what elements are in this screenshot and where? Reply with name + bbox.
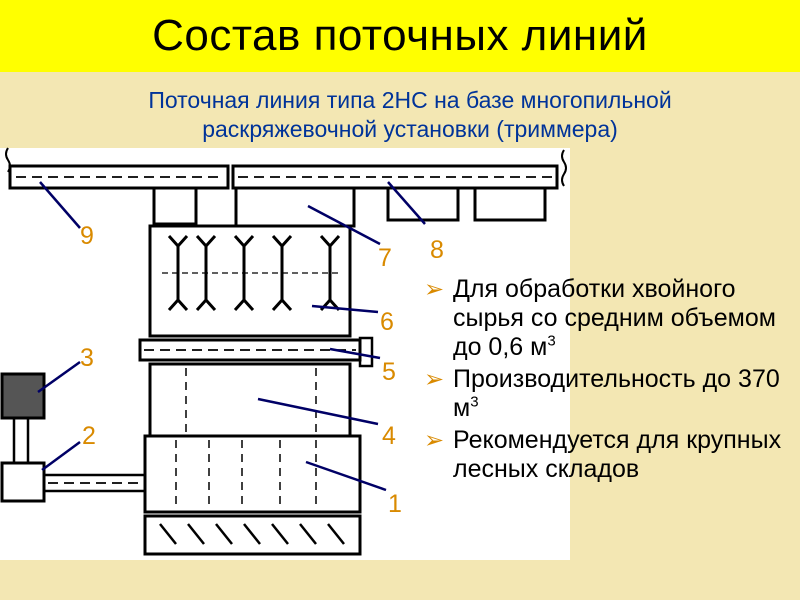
callout-9: 9 (80, 222, 94, 250)
leader-1 (305, 460, 387, 492)
break-left (5, 147, 11, 173)
side-conveyor (42, 473, 147, 493)
callout-2: 2 (82, 422, 96, 450)
support-1 (152, 186, 198, 226)
arrowhead-bullet-icon: ➢ (424, 427, 445, 454)
base-plate (143, 514, 362, 556)
subtitle-line-2: раскряжевочной установки (триммера) (202, 116, 618, 142)
leader-5 (329, 347, 381, 360)
bullet-3-text: Рекомендуется для крупных лесных складов (453, 426, 782, 483)
title-bar: Состав поточных линий (0, 0, 800, 72)
bullet-1: ➢ Для обработки хвойного сырья со средни… (420, 275, 792, 362)
side-unit-3 (0, 372, 46, 420)
support-4 (473, 186, 547, 222)
bullet-1-text: Для обработки хвойного сырья со средним … (453, 275, 776, 361)
break-right (561, 149, 567, 187)
leader-4 (257, 397, 379, 426)
callout-3: 3 (80, 344, 94, 372)
subtitle: Поточная линия типа 2НС на базе многопил… (40, 86, 780, 144)
callout-5: 5 (382, 358, 396, 386)
arrowhead-bullet-icon: ➢ (424, 276, 445, 303)
leader-7 (307, 204, 381, 246)
bullet-2-sup: 3 (470, 393, 479, 411)
callout-6: 6 (380, 308, 394, 336)
bullet-3: ➢ Рекомендуется для крупных лесных склад… (420, 426, 792, 484)
band-5-cap (358, 336, 374, 368)
callout-4: 4 (382, 422, 396, 450)
callout-1: 1 (388, 490, 402, 518)
callout-8: 8 (430, 236, 444, 264)
leader-2 (41, 440, 81, 472)
callout-7: 7 (378, 244, 392, 272)
subtitle-line-1: Поточная линия типа 2НС на базе многопил… (148, 87, 672, 113)
arrowhead-bullet-icon: ➢ (424, 366, 445, 393)
leader-9 (39, 181, 81, 229)
bullet-2: ➢ Производительность до 370 м3 (420, 365, 792, 423)
flow-line-diagram: 9 7 8 6 5 4 1 3 2 (0, 147, 570, 560)
leader-8 (387, 181, 426, 225)
page-title: Состав поточных линий (152, 11, 648, 60)
conveyor-9 (8, 164, 230, 190)
bullet-2-text: Производительность до 370 м (453, 365, 780, 422)
trimmer-saws-6 (148, 224, 352, 338)
bullet-1-sup: 3 (547, 332, 556, 350)
leader-3 (37, 360, 81, 394)
feature-list: ➢ Для обработки хвойного сырья со средни… (420, 275, 792, 487)
leader-6 (311, 304, 379, 314)
